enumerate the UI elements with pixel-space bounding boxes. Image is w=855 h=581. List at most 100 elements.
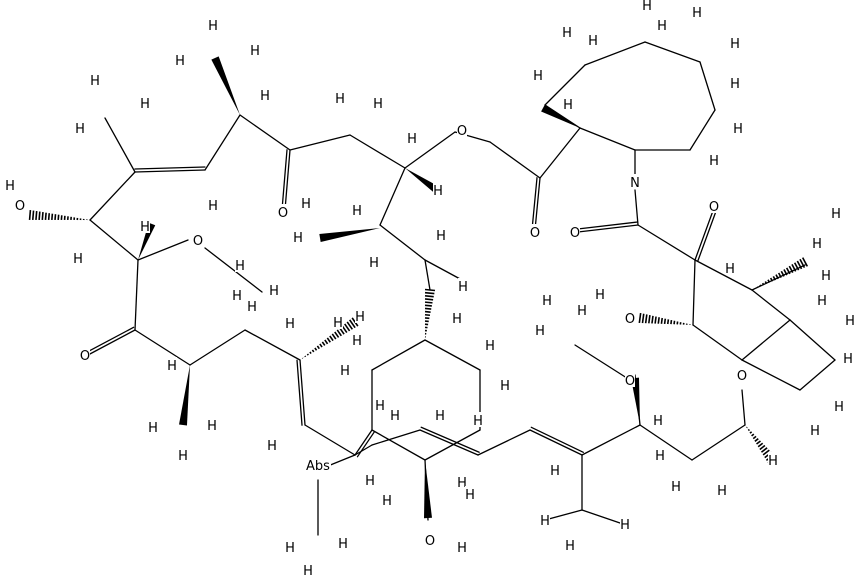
bond [544,64,586,106]
hydrogen-label: H [653,414,663,429]
hydrogen-label: H [642,0,652,14]
bond [581,424,641,456]
hydrogen-label: H [485,339,495,354]
bond [741,389,746,426]
bond [639,424,693,461]
atom-label-bg [642,0,652,12]
atom-label-bg [382,492,392,507]
hydrogen-label: H [725,262,735,277]
hydrogen-label: H [812,237,822,252]
atom-label-bg [457,539,467,554]
atom-label-bg [834,398,844,413]
hashed-bond [44,212,47,221]
hydrogen-label: H [335,92,345,107]
bond [741,319,791,361]
hashed-bond [759,284,762,287]
bond [134,259,139,331]
hydrogen-label: H [500,379,510,394]
nitrogen-label: N [630,176,640,191]
hydroxyl-oxygen: O [425,534,435,549]
hashed-bond [47,213,51,221]
hydrogen-label: H [90,74,100,89]
hashed-bond [41,212,44,221]
double-bond [296,359,303,426]
hydrogen-label: H [821,269,831,284]
hashed-bond [788,265,794,273]
hashed-bond [331,333,337,340]
bond [379,167,406,226]
atom-label-bg [208,197,218,212]
atom-label-bg [533,67,543,82]
hydrogen-label: H [834,400,844,415]
hydrogen-label: H [588,34,598,49]
hashed-bond [764,281,768,285]
atom-label-bg [407,130,417,145]
bond [692,324,743,361]
atom-label-bg [540,512,550,527]
atom-label-bg [530,224,540,239]
hashed-bond [329,335,334,342]
double-bond [577,221,639,230]
bond [134,329,191,366]
atom-label-bg [335,90,345,105]
methoxy-hydrogen: H [535,324,545,339]
atom-label-bg [301,195,311,210]
hydrogen-label: H [692,6,702,21]
atom-label-bg [458,278,468,293]
atom-label-bg [148,419,158,434]
bond [634,189,639,226]
hydrogen-label: H [232,289,242,304]
atom-label-layer: HHHHHHHHHHHOONOOHHHHHHHHHHOHOHHHOHHHHHHH… [5,0,855,579]
bond [789,319,836,361]
hydrogen-label: H [355,310,365,325]
bond [189,329,246,366]
hashed-bond [35,211,38,221]
hashed-bond [638,312,642,324]
wedge-bond [138,222,156,260]
bond [299,359,306,426]
hydrogen-label: H [595,288,605,303]
double-bond [356,431,376,458]
atom-label-bg [285,539,295,554]
hashed-bond [785,267,791,275]
bond [699,61,716,111]
hashed-bond [336,329,342,337]
atom-label-bg [15,197,25,212]
hydrogen-label: H [338,537,348,552]
atom-label-bg [305,457,331,472]
atom-label-bg [692,4,702,19]
hashed-bond [756,440,761,445]
hashed-bond [424,301,433,304]
hashed-bond [38,211,41,221]
atom-label-bg [457,474,467,489]
bond [371,429,421,446]
bond [404,131,456,169]
hydrogen-label: H [175,54,185,69]
hydrogen-label: H [247,300,257,315]
hashed-bond [651,315,654,324]
atom-label-bg [352,202,362,217]
bond [204,247,263,293]
hydrogen-label: H [473,414,483,429]
hydroxyl-oxygen: O [625,312,635,327]
hydrogen-label: H [542,294,552,309]
hashed-bond [324,339,329,345]
atom-label-bg [365,472,375,487]
hashed-bond [424,307,432,310]
atom-label-bg [500,377,510,392]
hashed-bond [31,210,35,221]
hydrogen-label: H [285,541,295,556]
atom-label-bg [140,218,150,233]
hashed-bond [752,435,757,440]
hashed-bond [757,442,764,448]
hashed-bond [791,264,797,272]
hashed-bond [644,314,648,324]
atom-label-bg [620,516,630,531]
atom-label-bg [535,322,545,337]
double-bond [85,326,135,354]
hydrogen-label: H [563,98,573,113]
bond [689,109,716,151]
atom-label-bg [657,17,667,32]
hashed-bond [767,279,771,283]
double-bond [531,177,538,231]
